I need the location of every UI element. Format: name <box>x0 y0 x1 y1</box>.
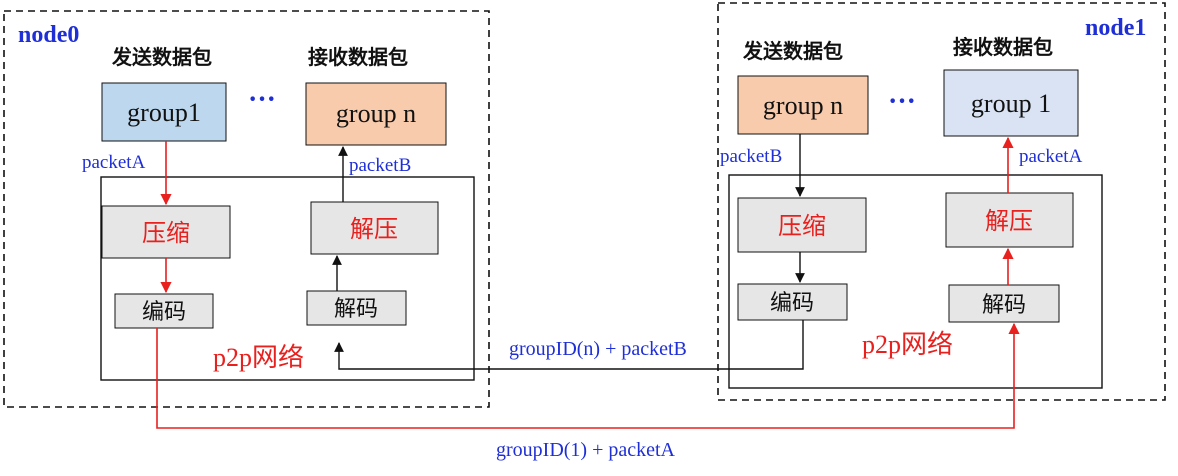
node0-encode-box <box>114 293 214 329</box>
node0-compress-label: 压缩 <box>142 219 190 247</box>
node0-decode-label: 解码 <box>334 297 378 322</box>
node0-processing-panel <box>100 176 475 381</box>
node0-send-group-box <box>101 82 227 142</box>
node1-compress-label: 压缩 <box>778 212 826 240</box>
node1-border <box>717 2 1166 401</box>
node1-decompress-box <box>945 192 1074 248</box>
node1-decode-box <box>948 284 1060 323</box>
node0-recv-header: 接收数据包 <box>308 45 408 69</box>
node1-compress-box <box>737 197 867 253</box>
node1-decompress-label: 解压 <box>985 207 1033 235</box>
node0-packet-out-label: packetA <box>82 152 146 173</box>
node0-compress-box <box>101 205 231 259</box>
node0-border <box>3 10 490 408</box>
node0-decode-box <box>306 290 407 326</box>
node1-network-label: p2p网络 <box>862 330 953 359</box>
node0-encode-label: 编码 <box>142 300 186 325</box>
node1-encode-label: 编码 <box>770 291 814 316</box>
node1-recv-header: 接收数据包 <box>953 35 1053 59</box>
node0-decompress-box <box>310 201 439 255</box>
node1-ellipsis: ··· <box>888 86 916 117</box>
node0-network-label: p2p网络 <box>213 343 304 372</box>
node1-send-header: 发送数据包 <box>742 39 843 63</box>
link-node1-encode-to-node0-decode <box>334 320 804 370</box>
node1-processing-panel <box>728 174 1103 389</box>
link-node0-to-node1-label: groupID(1) + packetA <box>496 439 676 461</box>
node0-recv-group-label: group n <box>336 99 416 128</box>
node0-decompress-label: 解压 <box>350 215 398 243</box>
node1-packet-in-label: packetA <box>1019 146 1083 167</box>
node1-title: node1 <box>1085 15 1146 41</box>
node1-encode-box <box>737 283 848 321</box>
node0-ellipsis: ··· <box>248 84 276 115</box>
node0-title: node0 <box>18 22 79 48</box>
link-node0-encode-to-node1-decode <box>156 322 1020 429</box>
node1-packet-out-label: packetB <box>720 146 782 167</box>
node0-send-group-label: group1 <box>127 98 201 127</box>
node1-container: node1 发送数据包 接收数据包 group n ··· group 1 压缩… <box>717 2 1166 401</box>
node1-send-group-label: group n <box>763 91 843 120</box>
node1-recv-group-box <box>943 69 1079 137</box>
node0-recv-group-box <box>305 82 447 146</box>
link-node1-to-node0-label: groupID(n) + packetB <box>509 338 687 360</box>
node0-send-header: 发送数据包 <box>111 45 212 69</box>
node1-recv-group-label: group 1 <box>971 89 1051 118</box>
node0-container: node0 发送数据包 接收数据包 group1 ··· group n 压缩 … <box>3 10 490 408</box>
node1-decode-label: 解码 <box>982 293 1026 318</box>
node1-send-group-box <box>737 75 869 135</box>
node0-packet-in-label: packetB <box>349 155 411 176</box>
